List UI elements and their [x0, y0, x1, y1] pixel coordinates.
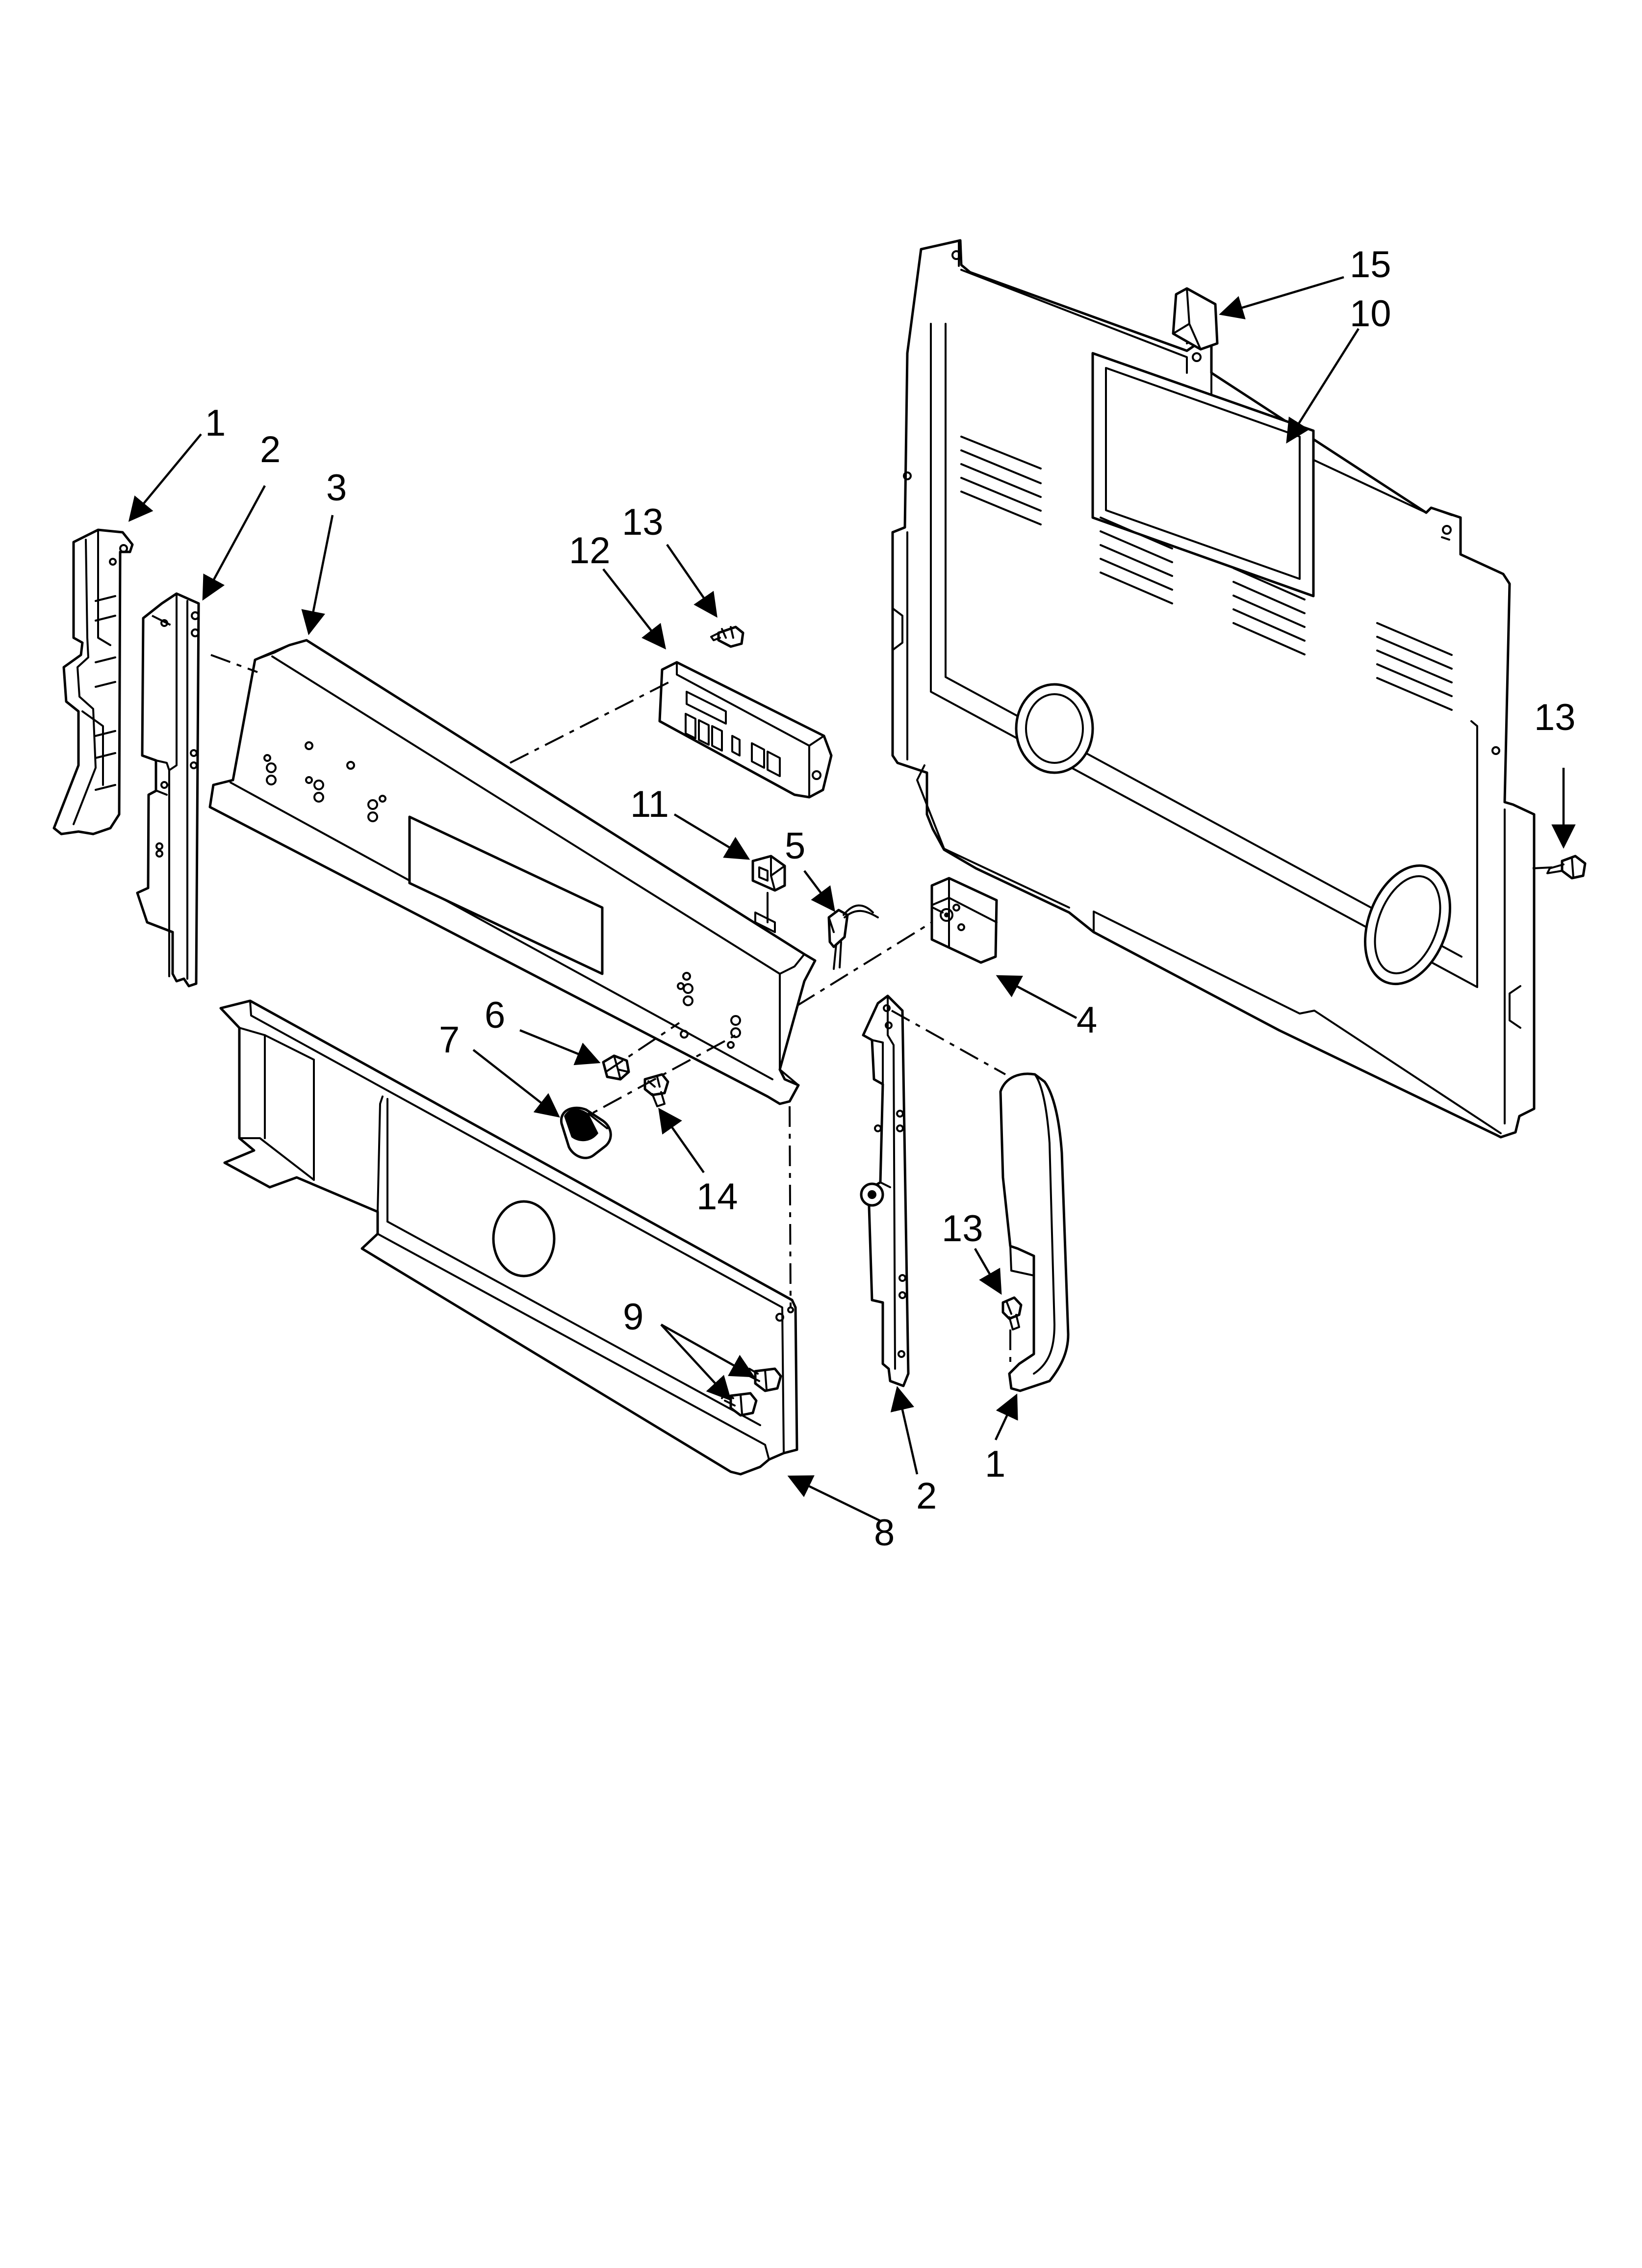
- part-2-right-side-bracket: [860, 994, 910, 1387]
- callout-11: 11: [630, 783, 669, 825]
- callout-15: 15: [1350, 244, 1391, 286]
- part-13-screw-right: [1546, 855, 1587, 880]
- part-13-screw-lower: [1001, 1296, 1023, 1330]
- part-14-screw: [643, 1073, 669, 1107]
- part-2-left-side-bracket: [136, 592, 200, 988]
- callout-9: 9: [623, 1296, 643, 1338]
- callout-1-right: 1: [985, 1443, 1005, 1485]
- callout-13-lower: 13: [942, 1208, 983, 1250]
- part-1-right-end-cap: [999, 1072, 1070, 1392]
- leader-lines: [128, 276, 1576, 1522]
- part-15-clip: [1172, 287, 1219, 351]
- callout-1-left: 1: [205, 402, 226, 444]
- part-13-screw-top: [710, 626, 744, 648]
- part-12-electronic-clock: [658, 661, 833, 799]
- part-1-left-end-cap: [52, 528, 134, 835]
- callout-6: 6: [485, 994, 505, 1036]
- callout-3: 3: [326, 467, 347, 509]
- callout-8: 8: [874, 1512, 895, 1554]
- part-3-control-panel: [208, 639, 817, 1105]
- callout-13-top: 13: [622, 501, 664, 543]
- callout-2-right: 2: [916, 1475, 937, 1517]
- callout-7: 7: [439, 1019, 460, 1061]
- callout-13-right: 13: [1534, 697, 1576, 738]
- part-5-wire-harness: [827, 904, 879, 970]
- part-6-knob-stem: [602, 1054, 630, 1081]
- part-11-switch: [751, 855, 786, 923]
- callout-12: 12: [569, 530, 611, 572]
- callout-labels: 1 2 3 12 13 11 5 6 7 14 9 8 4 15 10 13 1…: [205, 244, 1576, 1554]
- part-4-infinite-switch: [930, 877, 998, 964]
- part-8-manifold-panel: [219, 999, 798, 1476]
- callout-10: 10: [1350, 293, 1391, 335]
- part-10-back-panel: [891, 239, 1536, 1139]
- callout-2-left: 2: [260, 429, 281, 470]
- callout-4: 4: [1077, 999, 1097, 1041]
- part-7-knob: [560, 1106, 612, 1159]
- callout-14: 14: [696, 1176, 738, 1218]
- callout-5: 5: [785, 825, 805, 867]
- part-9-screws: [721, 1367, 782, 1417]
- assembly-lines: [152, 615, 1553, 1364]
